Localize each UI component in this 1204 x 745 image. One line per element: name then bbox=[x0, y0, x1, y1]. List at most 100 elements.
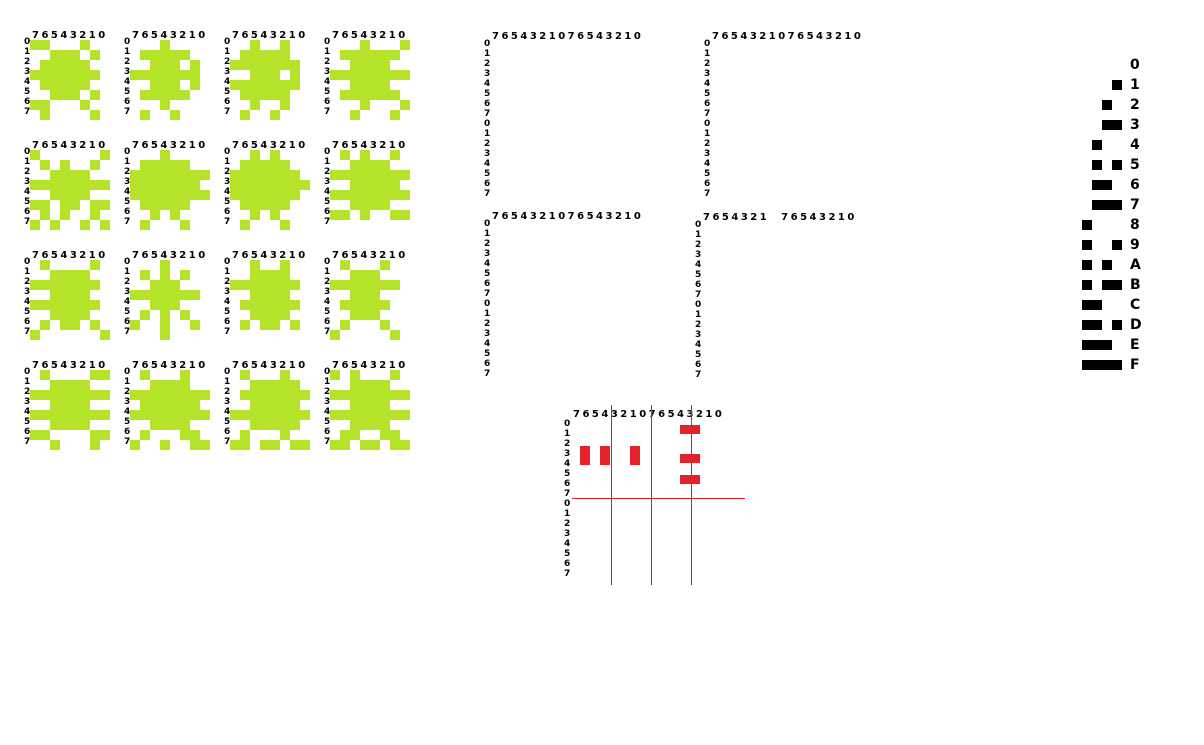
row-label: 0 1 2 3 4 5 6 7 0 1 2 3 4 5 6 7 bbox=[484, 39, 491, 199]
sprite-pixel bbox=[50, 80, 60, 90]
sprite-pixel bbox=[160, 90, 170, 100]
sprite-pixel bbox=[160, 170, 170, 180]
sprite-pixel bbox=[140, 290, 150, 300]
sprite-pixel bbox=[140, 270, 150, 280]
sprite-pixel bbox=[190, 390, 200, 400]
sprite-pixel bbox=[280, 420, 290, 430]
sprite-pixel bbox=[260, 270, 270, 280]
sprite-pixel bbox=[390, 430, 400, 440]
sprite-pixel bbox=[380, 200, 390, 210]
sprite-pixel bbox=[150, 420, 160, 430]
legend-bit bbox=[1112, 240, 1122, 250]
sprite-pixel bbox=[160, 300, 170, 310]
sprite-pixel bbox=[360, 410, 370, 420]
sprite-pixel bbox=[180, 270, 190, 280]
sprite-pixel bbox=[260, 190, 270, 200]
sprite-pixel bbox=[350, 180, 360, 190]
sprite-pixel bbox=[290, 190, 300, 200]
sprite-pixel bbox=[330, 440, 340, 450]
sprite-pixel bbox=[150, 400, 160, 410]
column-label: 76543210 bbox=[32, 250, 108, 261]
sprite-pixel bbox=[350, 390, 360, 400]
column-label: 7654321076543210 bbox=[573, 409, 725, 420]
sprite-pixel bbox=[160, 80, 170, 90]
sprite-pixel bbox=[90, 90, 100, 100]
legend-label: A bbox=[1130, 257, 1141, 273]
sprite-image bbox=[330, 150, 410, 230]
red-pixel-mark bbox=[600, 446, 610, 465]
sprite-pixel bbox=[40, 320, 50, 330]
sprite-pixel bbox=[350, 110, 360, 120]
sprite-pixel bbox=[190, 180, 200, 190]
sprite-pixel bbox=[370, 50, 380, 60]
legend-label: 8 bbox=[1130, 217, 1140, 233]
sprite-pixel bbox=[270, 300, 280, 310]
sprite-pixel bbox=[370, 190, 380, 200]
sprite-pixel bbox=[40, 70, 50, 80]
sprite-pixel bbox=[170, 50, 180, 60]
sprite-pixel bbox=[370, 310, 380, 320]
sprite-pixel bbox=[140, 180, 150, 190]
sprite-pixel bbox=[50, 70, 60, 80]
sprite-pixel bbox=[180, 290, 190, 300]
sprite-pixel bbox=[140, 200, 150, 210]
sprite-pixel bbox=[270, 110, 280, 120]
sprite-pixel bbox=[150, 300, 160, 310]
sprite-pixel bbox=[380, 300, 390, 310]
legend-bit bbox=[1112, 320, 1122, 330]
sprite-pixel bbox=[190, 430, 200, 440]
sprite-pixel bbox=[350, 420, 360, 430]
sprite-pixel bbox=[150, 210, 160, 220]
sprite-pixel bbox=[50, 60, 60, 70]
sprite-image bbox=[230, 40, 310, 120]
sprite-pixel bbox=[30, 70, 40, 80]
sprite-pixel bbox=[330, 190, 340, 200]
sprite-pixel bbox=[240, 220, 250, 230]
sprite-pixel bbox=[330, 280, 340, 290]
sprite-pixel bbox=[90, 370, 100, 380]
legend-label: 9 bbox=[1130, 237, 1140, 253]
sprite-pixel bbox=[70, 400, 80, 410]
sprite-pixel bbox=[280, 180, 290, 190]
sprite-image bbox=[330, 370, 410, 450]
column-label: 76543210 bbox=[132, 360, 208, 371]
sprite-pixel bbox=[370, 300, 380, 310]
red-pixel-mark bbox=[680, 454, 700, 463]
sprite-pixel bbox=[360, 210, 370, 220]
sprite-pixel bbox=[130, 170, 140, 180]
sprite-pixel bbox=[60, 160, 70, 170]
sprite-pixel bbox=[160, 420, 170, 430]
sprite-pixel bbox=[280, 90, 290, 100]
sprite-pixel bbox=[350, 70, 360, 80]
sprite-pixel bbox=[260, 300, 270, 310]
sprite-pixel bbox=[160, 260, 170, 270]
sprite-pixel bbox=[100, 150, 110, 160]
sprite-pixel bbox=[350, 430, 360, 440]
sprite-pixel bbox=[50, 270, 60, 280]
sprite-pixel bbox=[250, 400, 260, 410]
sprite-pixel bbox=[360, 40, 370, 50]
sprite-pixel bbox=[130, 290, 140, 300]
sprite-pixel bbox=[290, 60, 300, 70]
sprite-pixel bbox=[360, 270, 370, 280]
sprite-pixel bbox=[70, 300, 80, 310]
sprite-pixel bbox=[90, 180, 100, 190]
sprite-pixel bbox=[270, 210, 280, 220]
sprite-pixel bbox=[280, 40, 290, 50]
sprite-pixel bbox=[350, 170, 360, 180]
red-pixel-mark bbox=[680, 475, 700, 484]
sprite-pixel bbox=[380, 260, 390, 270]
row-label: 0 1 2 3 4 5 6 7 bbox=[124, 147, 131, 227]
sprite-pixel bbox=[230, 180, 240, 190]
sprite-pixel bbox=[340, 150, 350, 160]
sprite-pixel bbox=[130, 70, 140, 80]
sprite-pixel bbox=[260, 200, 270, 210]
sprite-pixel bbox=[270, 60, 280, 70]
sprite-pixel bbox=[30, 40, 40, 50]
sprite-pixel bbox=[250, 40, 260, 50]
legend-bit bbox=[1112, 280, 1122, 290]
row-label: 0 1 2 3 4 5 6 7 bbox=[224, 367, 231, 447]
sprite-pixel bbox=[70, 180, 80, 190]
sprite-pixel bbox=[170, 420, 180, 430]
sprite-pixel bbox=[40, 110, 50, 120]
